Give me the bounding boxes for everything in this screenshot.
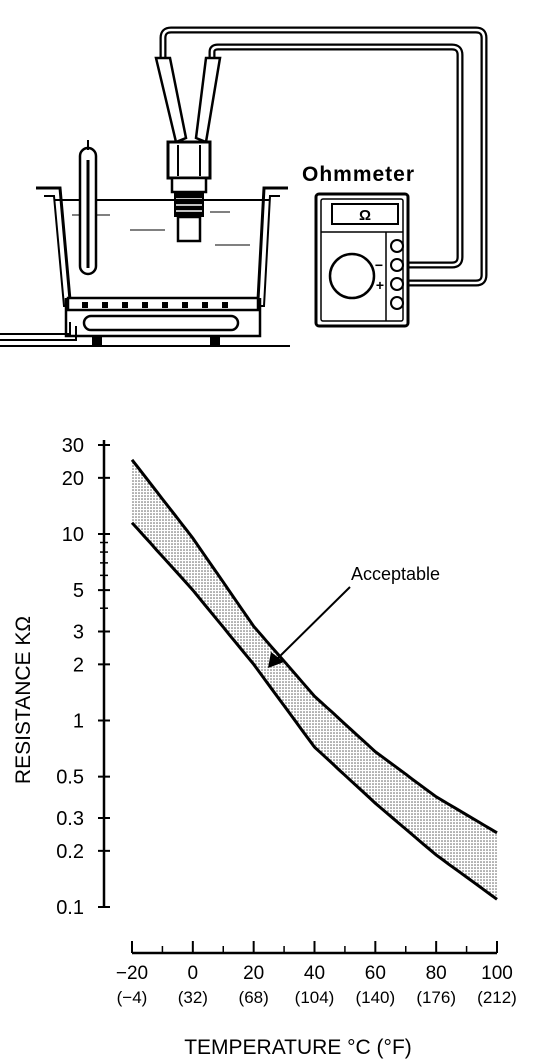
y-tick-label: 30 bbox=[62, 435, 84, 457]
ohmmeter-label: Ohmmeter bbox=[302, 163, 415, 186]
heater bbox=[0, 296, 290, 347]
y-tick-label: 5 bbox=[73, 580, 84, 602]
x-tick-label-celsius: −20 bbox=[116, 963, 148, 984]
resistance-chart: 30 20 10 5 3 2 1 0.5 0.3 0.2 0.1 −20 (−4) 0 (32) 20 (68… bbox=[12, 435, 517, 1059]
x-tick-label-celsius: 80 bbox=[426, 963, 447, 984]
x-tick-label-celsius: 0 bbox=[188, 963, 199, 984]
y-axis-label: RESISTANCE KΩ bbox=[12, 616, 35, 784]
probe-right bbox=[194, 56, 222, 144]
ohmmeter-lead-outer-core bbox=[161, 28, 486, 285]
ohmmeter-display bbox=[331, 203, 399, 225]
y-tick-label: 0.5 bbox=[56, 767, 84, 789]
y-tick-label: 20 bbox=[62, 468, 84, 490]
lower-limit-curve bbox=[130, 521, 498, 901]
x-tick-label-fahrenheit: (212) bbox=[477, 988, 517, 1007]
acceptable-band bbox=[132, 459, 497, 900]
x-axis-ticks: −20 (−4) 0 (32) 20 (68) 40 (104) 60 (140) 80 (176) 1… bbox=[116, 941, 517, 1007]
plus-sign: + bbox=[376, 277, 384, 293]
x-tick-label-celsius: 40 bbox=[304, 963, 325, 984]
x-axis-label: TEMPERATURE °C (°F) bbox=[184, 1036, 412, 1059]
x-tick-label-fahrenheit: (104) bbox=[295, 988, 335, 1007]
thermometer bbox=[78, 140, 98, 276]
x-tick-label-celsius: 20 bbox=[243, 963, 264, 984]
x-tick-label-fahrenheit: (176) bbox=[416, 988, 456, 1007]
y-tick-label: 10 bbox=[62, 524, 84, 546]
ohm-symbol: Ω bbox=[359, 207, 371, 224]
water-container bbox=[36, 186, 288, 307]
y-tick-label: 0.2 bbox=[56, 841, 84, 863]
minus-sign: − bbox=[375, 257, 383, 273]
range-dial bbox=[328, 252, 376, 300]
y-tick-label: 1 bbox=[73, 710, 84, 732]
ohmmeter-lead-inner-core bbox=[210, 45, 462, 267]
y-tick-label: 0.3 bbox=[56, 808, 84, 830]
x-tick-label-celsius: 60 bbox=[365, 963, 386, 984]
upper-limit-curve bbox=[130, 458, 498, 835]
jack-1 bbox=[390, 239, 404, 253]
x-tick-label-celsius: 100 bbox=[481, 963, 513, 984]
x-tick-label-fahrenheit: (68) bbox=[239, 988, 269, 1007]
y-tick-label: 0.1 bbox=[56, 897, 84, 919]
y-axis-ticks: 30 20 10 5 3 2 1 0.5 0.3 0.2 0.1 bbox=[56, 435, 110, 919]
annotation-arrowhead bbox=[268, 652, 284, 668]
x-tick-label-fahrenheit: (−4) bbox=[117, 988, 148, 1007]
x-tick-label-fahrenheit: (140) bbox=[355, 988, 395, 1007]
jack-4 bbox=[390, 296, 404, 310]
jack-negative bbox=[390, 258, 404, 272]
y-tick-label: 2 bbox=[73, 654, 84, 676]
y-tick-label: 3 bbox=[73, 622, 84, 644]
ohmmeter: Ω − + bbox=[314, 192, 410, 328]
test-illustration: Ohmmeter Ω − + bbox=[0, 26, 488, 347]
annotation-arrow-line bbox=[275, 586, 351, 661]
x-tick-label-fahrenheit: (32) bbox=[178, 988, 208, 1007]
temperature-sensor bbox=[166, 140, 212, 243]
jack-positive bbox=[390, 277, 404, 291]
probe-left bbox=[154, 56, 188, 144]
annotation-acceptable: Acceptable bbox=[351, 564, 440, 584]
